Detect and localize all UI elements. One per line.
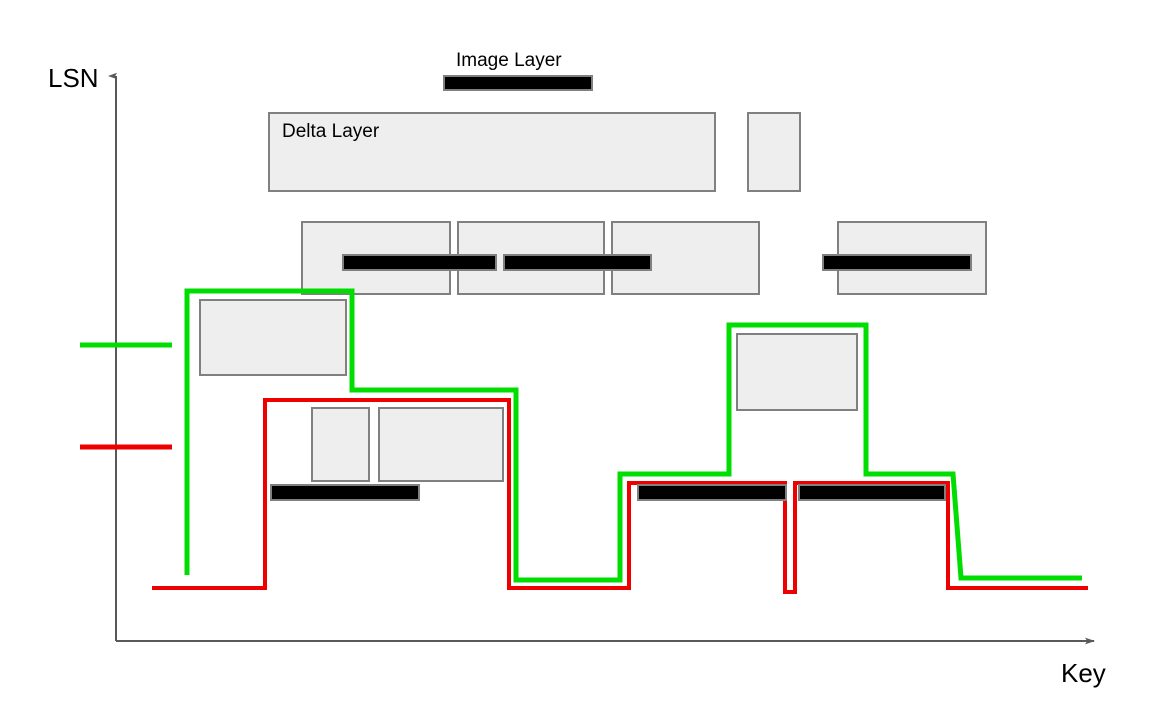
image-layer-label: Image Layer [456, 50, 562, 71]
threshold-ticks-group [80, 342, 172, 450]
delta-layer-box-right [747, 112, 801, 192]
inline-layer-boxes-group [199, 299, 858, 482]
delta-layer-box [268, 112, 716, 192]
delta-bar-mid-right [798, 484, 946, 501]
red-lsn-boundary-line [152, 398, 1088, 594]
layer-box-red-wide [378, 407, 504, 482]
layer-box-green-peak [736, 333, 858, 411]
delta-bar-mid-left [637, 484, 787, 501]
lower-bars-group [270, 484, 946, 501]
image-layer-bar [443, 75, 593, 91]
delta-bar-row3-c [822, 254, 972, 271]
delta-bar-red-left [270, 484, 420, 501]
y-axis-label: LSN [48, 63, 99, 93]
x-axis-label: Key [1061, 658, 1106, 688]
delta-bar-row3-a [342, 254, 497, 271]
axis-group [116, 76, 1095, 645]
delta-layer-label: Delta Layer [282, 121, 380, 142]
delta-bar-row3-b [503, 254, 652, 271]
layer-box-green-left [199, 299, 347, 376]
layer-box-red-small [311, 407, 370, 482]
green-lsn-boundary-line [184, 288, 1082, 583]
row3-bars-group [342, 254, 972, 271]
